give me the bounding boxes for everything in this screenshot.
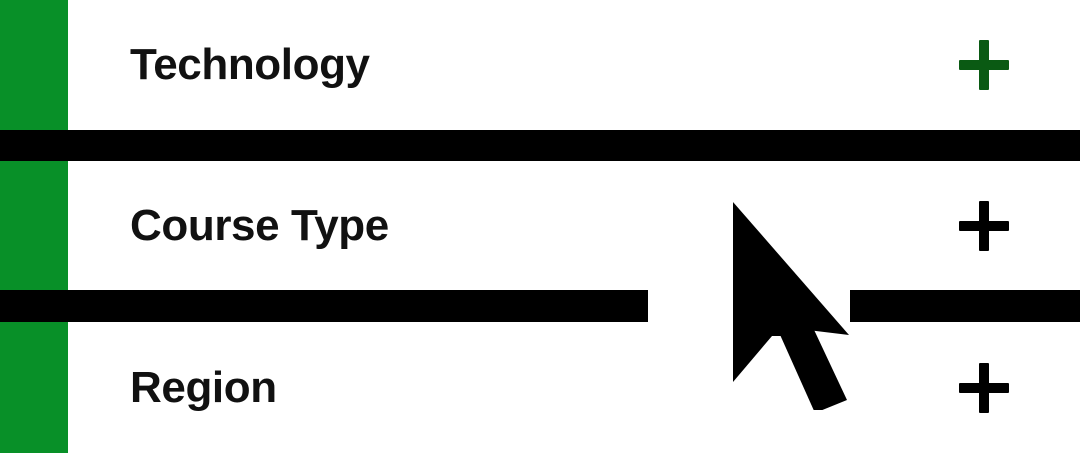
plus-icon-vertical-stroke <box>979 200 989 251</box>
plus-icon[interactable] <box>956 360 1012 416</box>
filter-row-technology[interactable]: Technology <box>68 0 1080 130</box>
plus-icon[interactable] <box>956 37 1012 93</box>
filter-row-label: Course Type <box>130 200 389 250</box>
filter-row-label: Technology <box>130 40 370 89</box>
row-divider <box>850 290 1080 322</box>
filter-row-course-type[interactable]: Course Type <box>68 161 1080 290</box>
plus-icon-vertical-stroke <box>979 40 989 90</box>
accent-rail-segment <box>0 160 68 290</box>
row-divider <box>0 290 648 322</box>
plus-icon-vertical-stroke <box>979 362 989 413</box>
accent-rail-segment <box>0 0 68 130</box>
plus-icon[interactable] <box>956 198 1012 254</box>
accent-rail-segment <box>0 322 68 453</box>
filter-row-region[interactable]: Region <box>68 322 1080 453</box>
row-divider <box>0 130 1080 161</box>
filter-row-label: Region <box>130 362 277 412</box>
